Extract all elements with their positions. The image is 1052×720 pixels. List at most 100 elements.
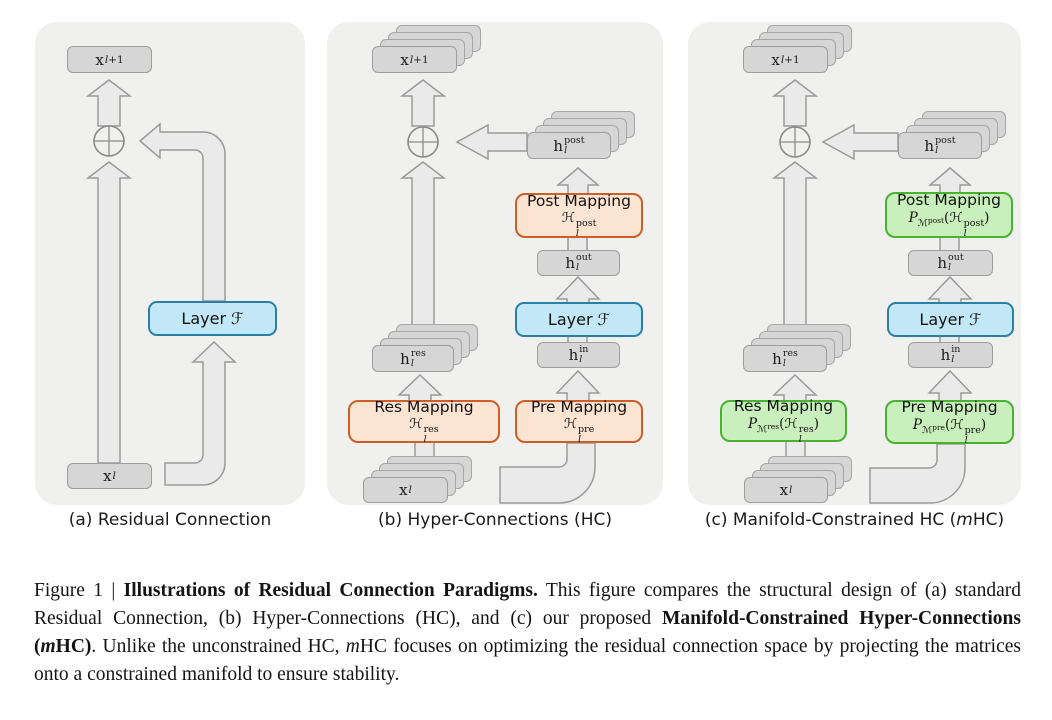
arrow-up-residual xyxy=(399,161,447,346)
arrow-up-to-output xyxy=(85,79,133,127)
math-sub: l xyxy=(789,484,793,496)
caption-bold: Manifold-Constrained Hyper-Connections ( xyxy=(34,607,1021,657)
arrow-up-postmap-to-hpost xyxy=(927,167,973,194)
math-base: x xyxy=(95,50,104,69)
arrow-left-from-hpost xyxy=(455,123,528,161)
subcaption-a: (a) Residual Connection xyxy=(68,510,272,530)
math-base: h xyxy=(565,254,575,272)
arrow-up-postmap-to-hpost xyxy=(555,167,601,195)
math-base: h xyxy=(568,346,579,364)
plus-circle-icon xyxy=(93,125,125,157)
math-sub: l+1 xyxy=(104,53,124,66)
mapping-title: Res Mapping xyxy=(733,397,834,416)
math-sub: l+1 xyxy=(780,53,800,66)
math-base: x xyxy=(399,481,408,499)
caption-bold-title: Illustrations of Residual Connection Par… xyxy=(123,579,538,601)
arrow-up-layer-to-hout xyxy=(555,275,601,304)
arrow-left-from-layer xyxy=(138,122,226,302)
plus-circle-icon xyxy=(407,126,439,158)
caption-body: This figure compares the structural desi… xyxy=(34,579,1021,629)
math-base: x xyxy=(771,50,780,69)
math-sub: l xyxy=(408,484,412,496)
caption-body: . Unlike the unconstrained HC, xyxy=(91,635,346,657)
arrow-up-residual xyxy=(85,161,133,464)
math-base: x xyxy=(400,50,409,69)
math-sub: l xyxy=(112,470,116,482)
arrow-up-into-layer xyxy=(164,340,237,486)
figure-caption: Figure 1 | Illustrations of Residual Con… xyxy=(34,577,1021,690)
arrow-up-to-output xyxy=(771,79,819,127)
mapping-title: Pre Mapping xyxy=(530,397,628,416)
arrow-left-from-hpost xyxy=(821,123,899,161)
layer-label: Layer xyxy=(547,310,593,329)
caption-bold-italic-m: m xyxy=(40,635,56,657)
mapping-title: Post Mapping xyxy=(527,191,631,210)
math-sub: l+1 xyxy=(409,53,429,66)
mapping-title: Post Mapping xyxy=(897,191,1001,210)
caption-prefix: Figure 1 | xyxy=(34,579,124,601)
layer-label: Layer xyxy=(919,310,965,329)
math-base: h xyxy=(937,254,947,272)
caption-bold: HC) xyxy=(55,635,92,657)
curved-shaft-xl-to-premap xyxy=(499,442,596,504)
curved-shaft-xl-to-premap xyxy=(869,443,966,504)
panel-a-arrows xyxy=(85,79,237,486)
math-base: h xyxy=(940,346,951,364)
subcaption-c: (c) Manifold-Constrained HC (mHC) xyxy=(704,510,1005,530)
script-f-symbol: ℱ xyxy=(597,310,611,329)
math-base: x xyxy=(779,481,789,499)
layer-label: Layer xyxy=(181,309,227,328)
arrow-up-premap-to-hin xyxy=(927,369,973,402)
script-f-symbol: ℱ xyxy=(969,310,982,329)
caption-body: HC focuses on optimizing the residual co… xyxy=(34,635,1021,686)
math-base: h xyxy=(553,136,564,155)
mapping-title: Res Mapping xyxy=(374,397,474,416)
arrow-up-premap-to-hin xyxy=(555,369,601,402)
math-base: x xyxy=(103,467,112,485)
caption-italic-m: m xyxy=(345,635,360,657)
subcaption-b: (b) Hyper-Connections (HC) xyxy=(378,510,612,530)
arrow-up-to-output xyxy=(399,79,447,127)
mapping-title: Pre Mapping xyxy=(901,398,998,417)
arrow-up-layer-to-hout xyxy=(927,275,973,304)
math-base: h xyxy=(924,136,935,155)
script-f-symbol: ℱ xyxy=(231,309,244,328)
